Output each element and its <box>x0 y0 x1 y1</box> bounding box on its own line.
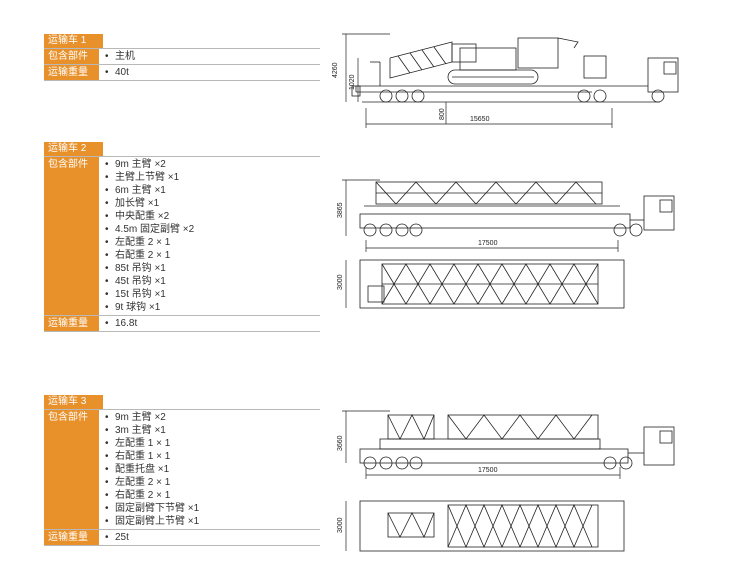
list-item: 中央配重 ×2 <box>105 210 320 223</box>
truck-2-weight-row: 运输重量 16.8t <box>44 315 320 332</box>
truck-1-title: 运输车 1 <box>44 34 103 48</box>
list-item: 4.5m 固定副臂 ×2 <box>105 223 320 236</box>
truck-3-table: 运输车 3 包含部件 9m 主臂 ×2 3m 主臂 ×1 左配重 1 × 1 右… <box>44 395 320 546</box>
dim-height: 4260 <box>332 62 339 78</box>
weight-label: 运输重量 <box>44 530 99 545</box>
truck-2-drawing: 3865 17500 3000 <box>337 179 675 309</box>
dim-width: 3000 <box>337 274 344 290</box>
list-item: 右配重 2 × 1 <box>105 489 320 502</box>
truck-3-drawing: 3660 17500 3000 <box>337 410 675 552</box>
dim-height: 3660 <box>337 435 344 451</box>
list-item: 右配重 2 × 1 <box>105 249 320 262</box>
list-item: 右配重 1 × 1 <box>105 450 320 463</box>
list-item: 主机 <box>105 50 320 63</box>
truck-2-contents-row: 包含部件 9m 主臂 ×2 主臂上节臂 ×1 6m 主臂 ×1 加长臂 ×1 中… <box>44 156 320 315</box>
truck-1-weight-row: 运输重量 40t <box>44 64 320 81</box>
list-item: 9m 主臂 ×2 <box>105 411 320 424</box>
truck-3-contents-row: 包含部件 9m 主臂 ×2 3m 主臂 ×1 左配重 1 × 1 右配重 1 ×… <box>44 409 320 529</box>
dim-length: 17500 <box>478 240 498 247</box>
weight-label: 运输重量 <box>44 65 99 80</box>
truck-2-weight: 16.8t <box>99 316 320 331</box>
list-item: 9m 主臂 ×2 <box>105 158 320 171</box>
dim-width: 3000 <box>337 517 344 533</box>
dim-h2: 1020 <box>349 74 356 90</box>
truck-2-items: 9m 主臂 ×2 主臂上节臂 ×1 6m 主臂 ×1 加长臂 ×1 中央配重 ×… <box>99 157 320 315</box>
list-item: 左配重 2 × 1 <box>105 476 320 489</box>
dim-deck: 800 <box>439 108 446 120</box>
list-item: 6m 主臂 ×1 <box>105 184 320 197</box>
list-item: 3m 主臂 ×1 <box>105 424 320 437</box>
dim-length: 17500 <box>478 467 498 474</box>
list-item: 9t 球钩 ×1 <box>105 301 320 314</box>
truck-3-weight: 25t <box>99 530 320 545</box>
contents-label: 包含部件 <box>44 49 99 64</box>
truck-1-table: 运输车 1 包含部件 主机 运输重量 40t <box>44 34 320 81</box>
list-item: 85t 吊钩 ×1 <box>105 262 320 275</box>
list-item: 45t 吊钩 ×1 <box>105 275 320 288</box>
truck-3-title: 运输车 3 <box>44 395 103 409</box>
truck-1-contents-row: 包含部件 主机 <box>44 48 320 64</box>
contents-label: 包含部件 <box>44 410 99 529</box>
list-item: 主臂上节臂 ×1 <box>105 171 320 184</box>
list-item: 固定副臂上节臂 ×1 <box>105 515 320 528</box>
dim-height: 3865 <box>337 202 344 218</box>
list-item: 15t 吊钩 ×1 <box>105 288 320 301</box>
list-item: 左配重 2 × 1 <box>105 236 320 249</box>
truck-1-items: 主机 <box>99 49 320 64</box>
truck-3-items: 9m 主臂 ×2 3m 主臂 ×1 左配重 1 × 1 右配重 1 × 1 配重… <box>99 410 320 529</box>
truck-2-title: 运输车 2 <box>44 142 103 156</box>
truck-1-weight: 40t <box>99 65 320 80</box>
weight-label: 运输重量 <box>44 316 99 331</box>
list-item: 配重托盘 ×1 <box>105 463 320 476</box>
truck-3-weight-row: 运输重量 25t <box>44 529 320 546</box>
list-item: 左配重 1 × 1 <box>105 437 320 450</box>
contents-label: 包含部件 <box>44 157 99 315</box>
list-item: 加长臂 ×1 <box>105 197 320 210</box>
truck-1-drawing: 4260 1020 800 15650 <box>332 33 679 128</box>
dim-length: 15650 <box>470 116 490 123</box>
truck-2-table: 运输车 2 包含部件 9m 主臂 ×2 主臂上节臂 ×1 6m 主臂 ×1 加长… <box>44 142 320 332</box>
list-item: 固定副臂下节臂 ×1 <box>105 502 320 515</box>
